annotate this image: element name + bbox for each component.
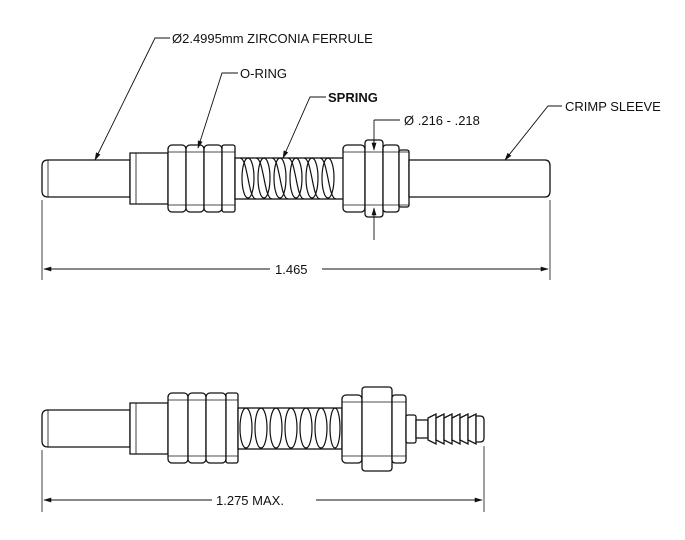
bottom-rear-body	[341, 386, 417, 472]
top-spring	[239, 157, 337, 200]
top-ferrule	[41, 159, 131, 198]
bottom-assembly	[41, 386, 485, 472]
label-diameter: Ø .216 - .218	[404, 113, 480, 128]
bottom-ferrule	[41, 409, 131, 448]
dimension-bottom-length: 1.275 MAX.	[216, 493, 284, 508]
label-spring: SPRING	[328, 90, 378, 105]
bottom-spring	[239, 407, 341, 449]
label-crimp-sleeve: CRIMP SLEEVE	[565, 99, 661, 114]
diameter-dimension	[371, 119, 400, 240]
label-ferrule: Ø2.4995mm ZIRCONIA FERRULE	[172, 31, 373, 46]
bottom-front-body	[167, 392, 239, 464]
leaders	[94, 37, 562, 161]
bottom-crimp-barb	[415, 412, 485, 446]
top-assembly	[41, 139, 551, 218]
top-length-dimension	[41, 200, 551, 280]
top-rear-body	[342, 139, 410, 218]
bottom-length-dimension	[41, 446, 485, 512]
label-oring: O-RING	[240, 66, 287, 81]
dimension-top-length: 1.465	[275, 262, 308, 277]
top-oring-group	[167, 144, 236, 213]
top-crimp-sleeve	[408, 159, 551, 198]
